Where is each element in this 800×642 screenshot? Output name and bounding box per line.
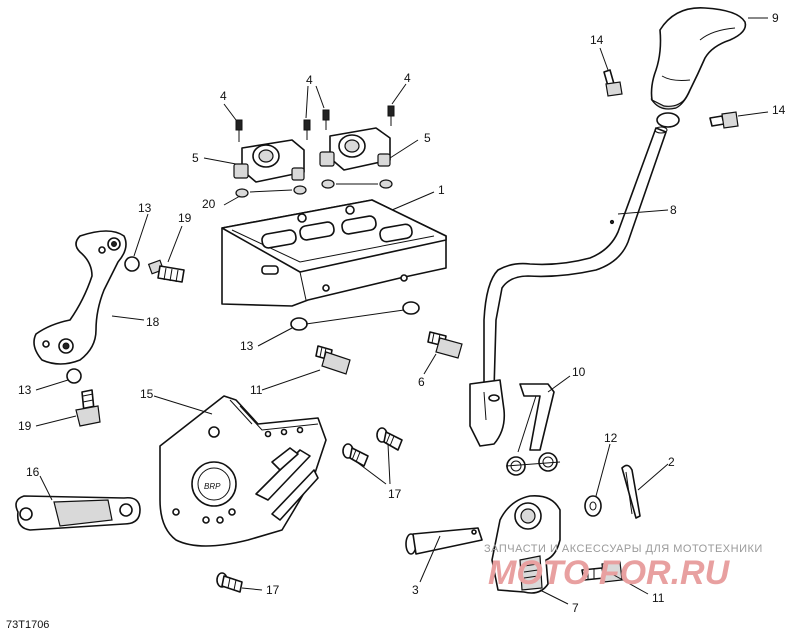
watermark: ЗАПЧАСТИ И АКСЕССУАРЫ ДЛЯ МОТОТЕХНИКИ MO… <box>484 543 763 592</box>
callout-16: 16 <box>26 465 40 479</box>
callout-18: 18 <box>146 315 160 329</box>
screw-17-bottom <box>216 572 243 593</box>
callout-7: 7 <box>572 601 579 615</box>
callout-17-bottom: 17 <box>266 583 280 597</box>
callout-11-right: 11 <box>652 591 665 605</box>
callout-8: 8 <box>670 203 677 217</box>
screw-4-right <box>387 105 395 126</box>
spring <box>505 383 561 476</box>
shift-lever-rod <box>469 126 668 447</box>
callout-14-top: 14 <box>590 33 604 47</box>
callout-6: 6 <box>418 375 425 389</box>
callout-20: 20 <box>202 197 216 211</box>
callout-10: 10 <box>572 365 586 379</box>
side-plate <box>33 230 127 365</box>
callout-5-right: 5 <box>424 131 431 145</box>
callout-4-center: 4 <box>306 73 313 87</box>
washer-13-mid-right <box>402 301 420 315</box>
bolt-6 <box>427 331 463 359</box>
washer-13-mid-left <box>290 317 308 331</box>
callout-11-center: 11 <box>250 383 263 397</box>
callouts: 1 2 3 4 4 4 5 5 6 7 8 9 10 11 11 12 13 1… <box>18 11 786 615</box>
watermark-logo: MOTO FOR.RU <box>488 554 731 592</box>
callout-5-left: 5 <box>192 151 199 165</box>
callout-14-right: 14 <box>772 103 786 117</box>
screw-17-b <box>376 427 403 451</box>
washer-13-top <box>124 256 140 272</box>
shift-knob <box>650 7 747 128</box>
washer-12 <box>584 495 602 517</box>
cotter-pin <box>621 464 641 519</box>
callout-19-top: 19 <box>178 211 192 225</box>
leader-lines <box>35 17 769 605</box>
pivot-housing <box>491 494 561 594</box>
callout-13-mid: 13 <box>240 339 254 353</box>
callout-1: 1 <box>438 183 445 197</box>
callout-3: 3 <box>412 583 419 597</box>
lower-plate: BRP <box>159 395 327 547</box>
watermark-text: ЗАПЧАСТИ И АКСЕССУАРЫ ДЛЯ МОТОТЕХНИКИ <box>484 543 763 555</box>
screw-4-center-b <box>322 109 330 130</box>
bolt-19-top <box>147 259 185 283</box>
callout-17-center: 17 <box>388 487 402 501</box>
callout-13-left: 13 <box>18 383 32 397</box>
screw-4-center-a <box>303 119 311 140</box>
main-bracket <box>221 199 447 307</box>
callout-4-left: 4 <box>220 89 227 103</box>
screw-17-a <box>342 443 369 467</box>
callout-12: 12 <box>604 431 618 445</box>
link-arm <box>15 495 141 531</box>
bolt-11-center <box>315 345 351 375</box>
pivot-block-left <box>233 139 305 183</box>
screw-14-top <box>603 69 623 97</box>
pivot-pin <box>405 527 483 555</box>
callout-19-left: 19 <box>18 419 32 433</box>
callout-4-right: 4 <box>404 71 411 85</box>
bolt-19-bottom <box>75 389 101 427</box>
screw-14-right <box>709 111 739 129</box>
callout-2: 2 <box>668 455 675 469</box>
pivot-block-right <box>319 127 391 171</box>
diagram-reference-code: 73T1706 <box>6 619 49 631</box>
svg-text:BRP: BRP <box>204 482 221 491</box>
callout-9: 9 <box>772 11 779 25</box>
screw-4-left <box>235 119 243 142</box>
nut-20-set <box>235 179 393 198</box>
washer-13-bottom <box>66 368 82 384</box>
callout-13-top: 13 <box>138 201 152 215</box>
callout-15: 15 <box>140 387 154 401</box>
